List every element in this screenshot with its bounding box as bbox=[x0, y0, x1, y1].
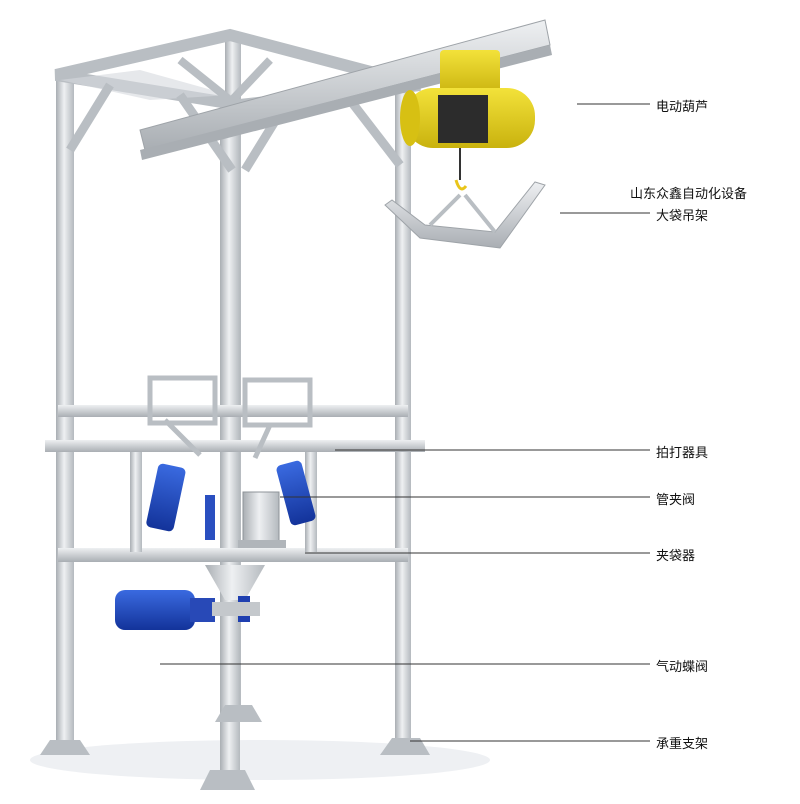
foot bbox=[380, 738, 430, 755]
inner-post bbox=[130, 452, 142, 552]
brace bbox=[177, 56, 233, 104]
front-post-center bbox=[220, 95, 240, 775]
foot bbox=[200, 770, 255, 790]
bag-hanger bbox=[384, 181, 546, 249]
brace bbox=[346, 97, 404, 168]
brace bbox=[229, 57, 273, 103]
valve-actuator bbox=[115, 590, 195, 630]
beater-arms bbox=[147, 375, 313, 460]
support-frame bbox=[40, 28, 430, 790]
hoist-gearbox bbox=[440, 50, 500, 95]
label-hanger: 大袋吊架 bbox=[656, 209, 709, 224]
discharge-cone bbox=[205, 565, 265, 600]
foot bbox=[215, 705, 262, 722]
brace bbox=[66, 82, 114, 153]
mid-rail-lower bbox=[45, 440, 425, 452]
pneumatic-cylinders bbox=[146, 460, 316, 540]
label-pinch-valve: 管夹阀 bbox=[656, 493, 696, 508]
electric-hoist bbox=[400, 50, 535, 191]
watermark-text: 山东众鑫自动化设备 bbox=[630, 187, 748, 202]
hoist-hook bbox=[454, 179, 468, 191]
butterfly-valve bbox=[115, 590, 260, 630]
label-beater: 拍打器具 bbox=[656, 446, 709, 461]
foot bbox=[40, 740, 90, 755]
top-frame-panel bbox=[60, 70, 230, 100]
mid-rail-upper bbox=[58, 405, 408, 417]
base-rail bbox=[58, 548, 408, 562]
ground-shadow bbox=[30, 740, 490, 780]
hoist-drum bbox=[438, 95, 488, 143]
label-butterfly-valve: 气动蝶阀 bbox=[656, 660, 709, 675]
hoist-endcap bbox=[400, 90, 420, 146]
label-hoist: 电动葫芦 bbox=[656, 100, 709, 115]
label-bag-clamp: 夹袋器 bbox=[656, 549, 696, 564]
pinch-valve bbox=[205, 491, 286, 600]
label-support-frame: 承重支架 bbox=[656, 737, 709, 752]
leader-lines bbox=[160, 103, 650, 742]
